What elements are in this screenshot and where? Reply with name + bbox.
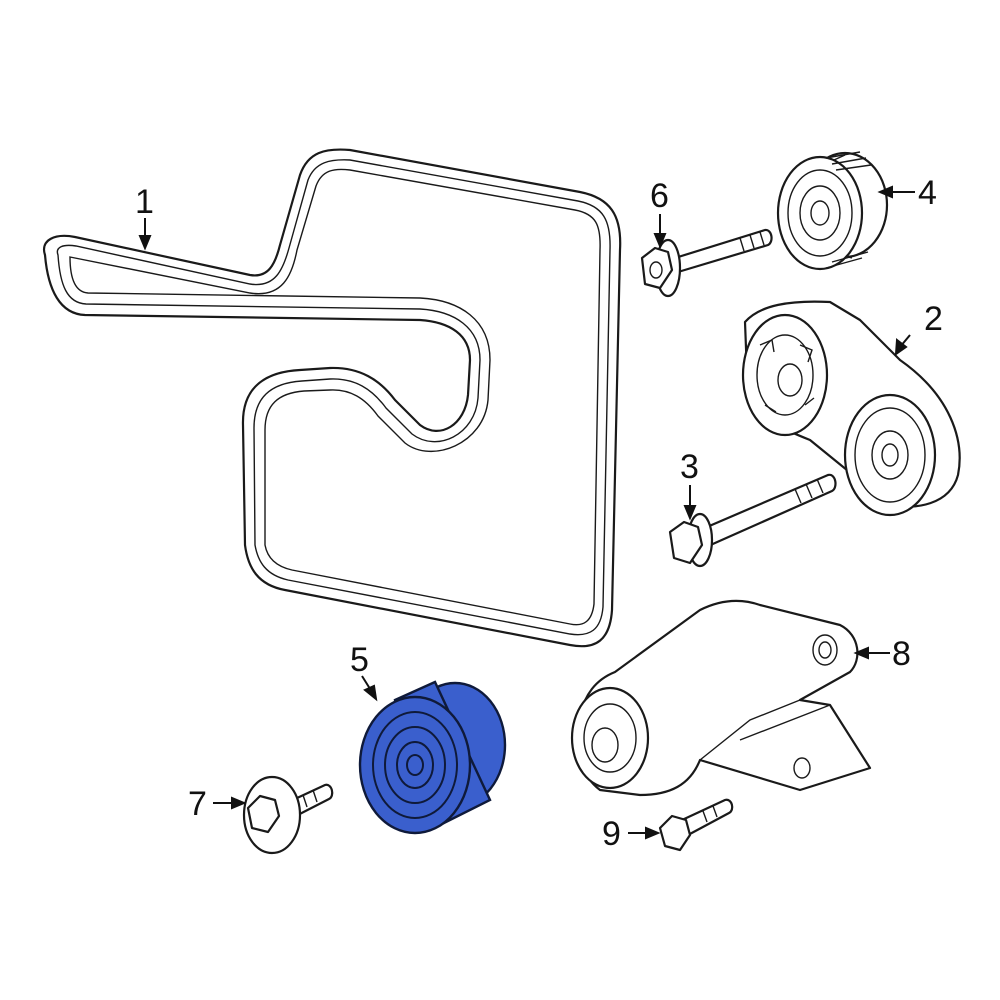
callout-5: 5 <box>350 641 369 679</box>
callout-9: 9 <box>602 815 621 853</box>
callout-8: 8 <box>892 635 911 673</box>
idler-pulley-highlighted[interactable] <box>358 680 507 835</box>
callout-labels: 1 2 3 4 5 6 7 8 9 <box>135 174 943 853</box>
callout-arrows <box>138 185 915 840</box>
callout-7: 7 <box>188 785 207 823</box>
callout-4: 4 <box>918 174 937 212</box>
bracket-bolt[interactable] <box>658 798 734 852</box>
callout-3: 3 <box>680 448 699 486</box>
tensioner-bracket[interactable] <box>570 599 872 797</box>
idler-pulley-bolt[interactable] <box>242 775 334 855</box>
callout-1: 1 <box>135 183 154 221</box>
tensioner-bolt[interactable] <box>668 473 837 568</box>
belt-tensioner[interactable] <box>741 300 961 517</box>
callout-6: 6 <box>650 177 669 215</box>
pulley-bolt[interactable] <box>640 228 773 298</box>
serpentine-belt[interactable] <box>42 148 622 648</box>
idler-pulley-grooved[interactable] <box>776 151 889 271</box>
callout-2: 2 <box>924 300 943 338</box>
